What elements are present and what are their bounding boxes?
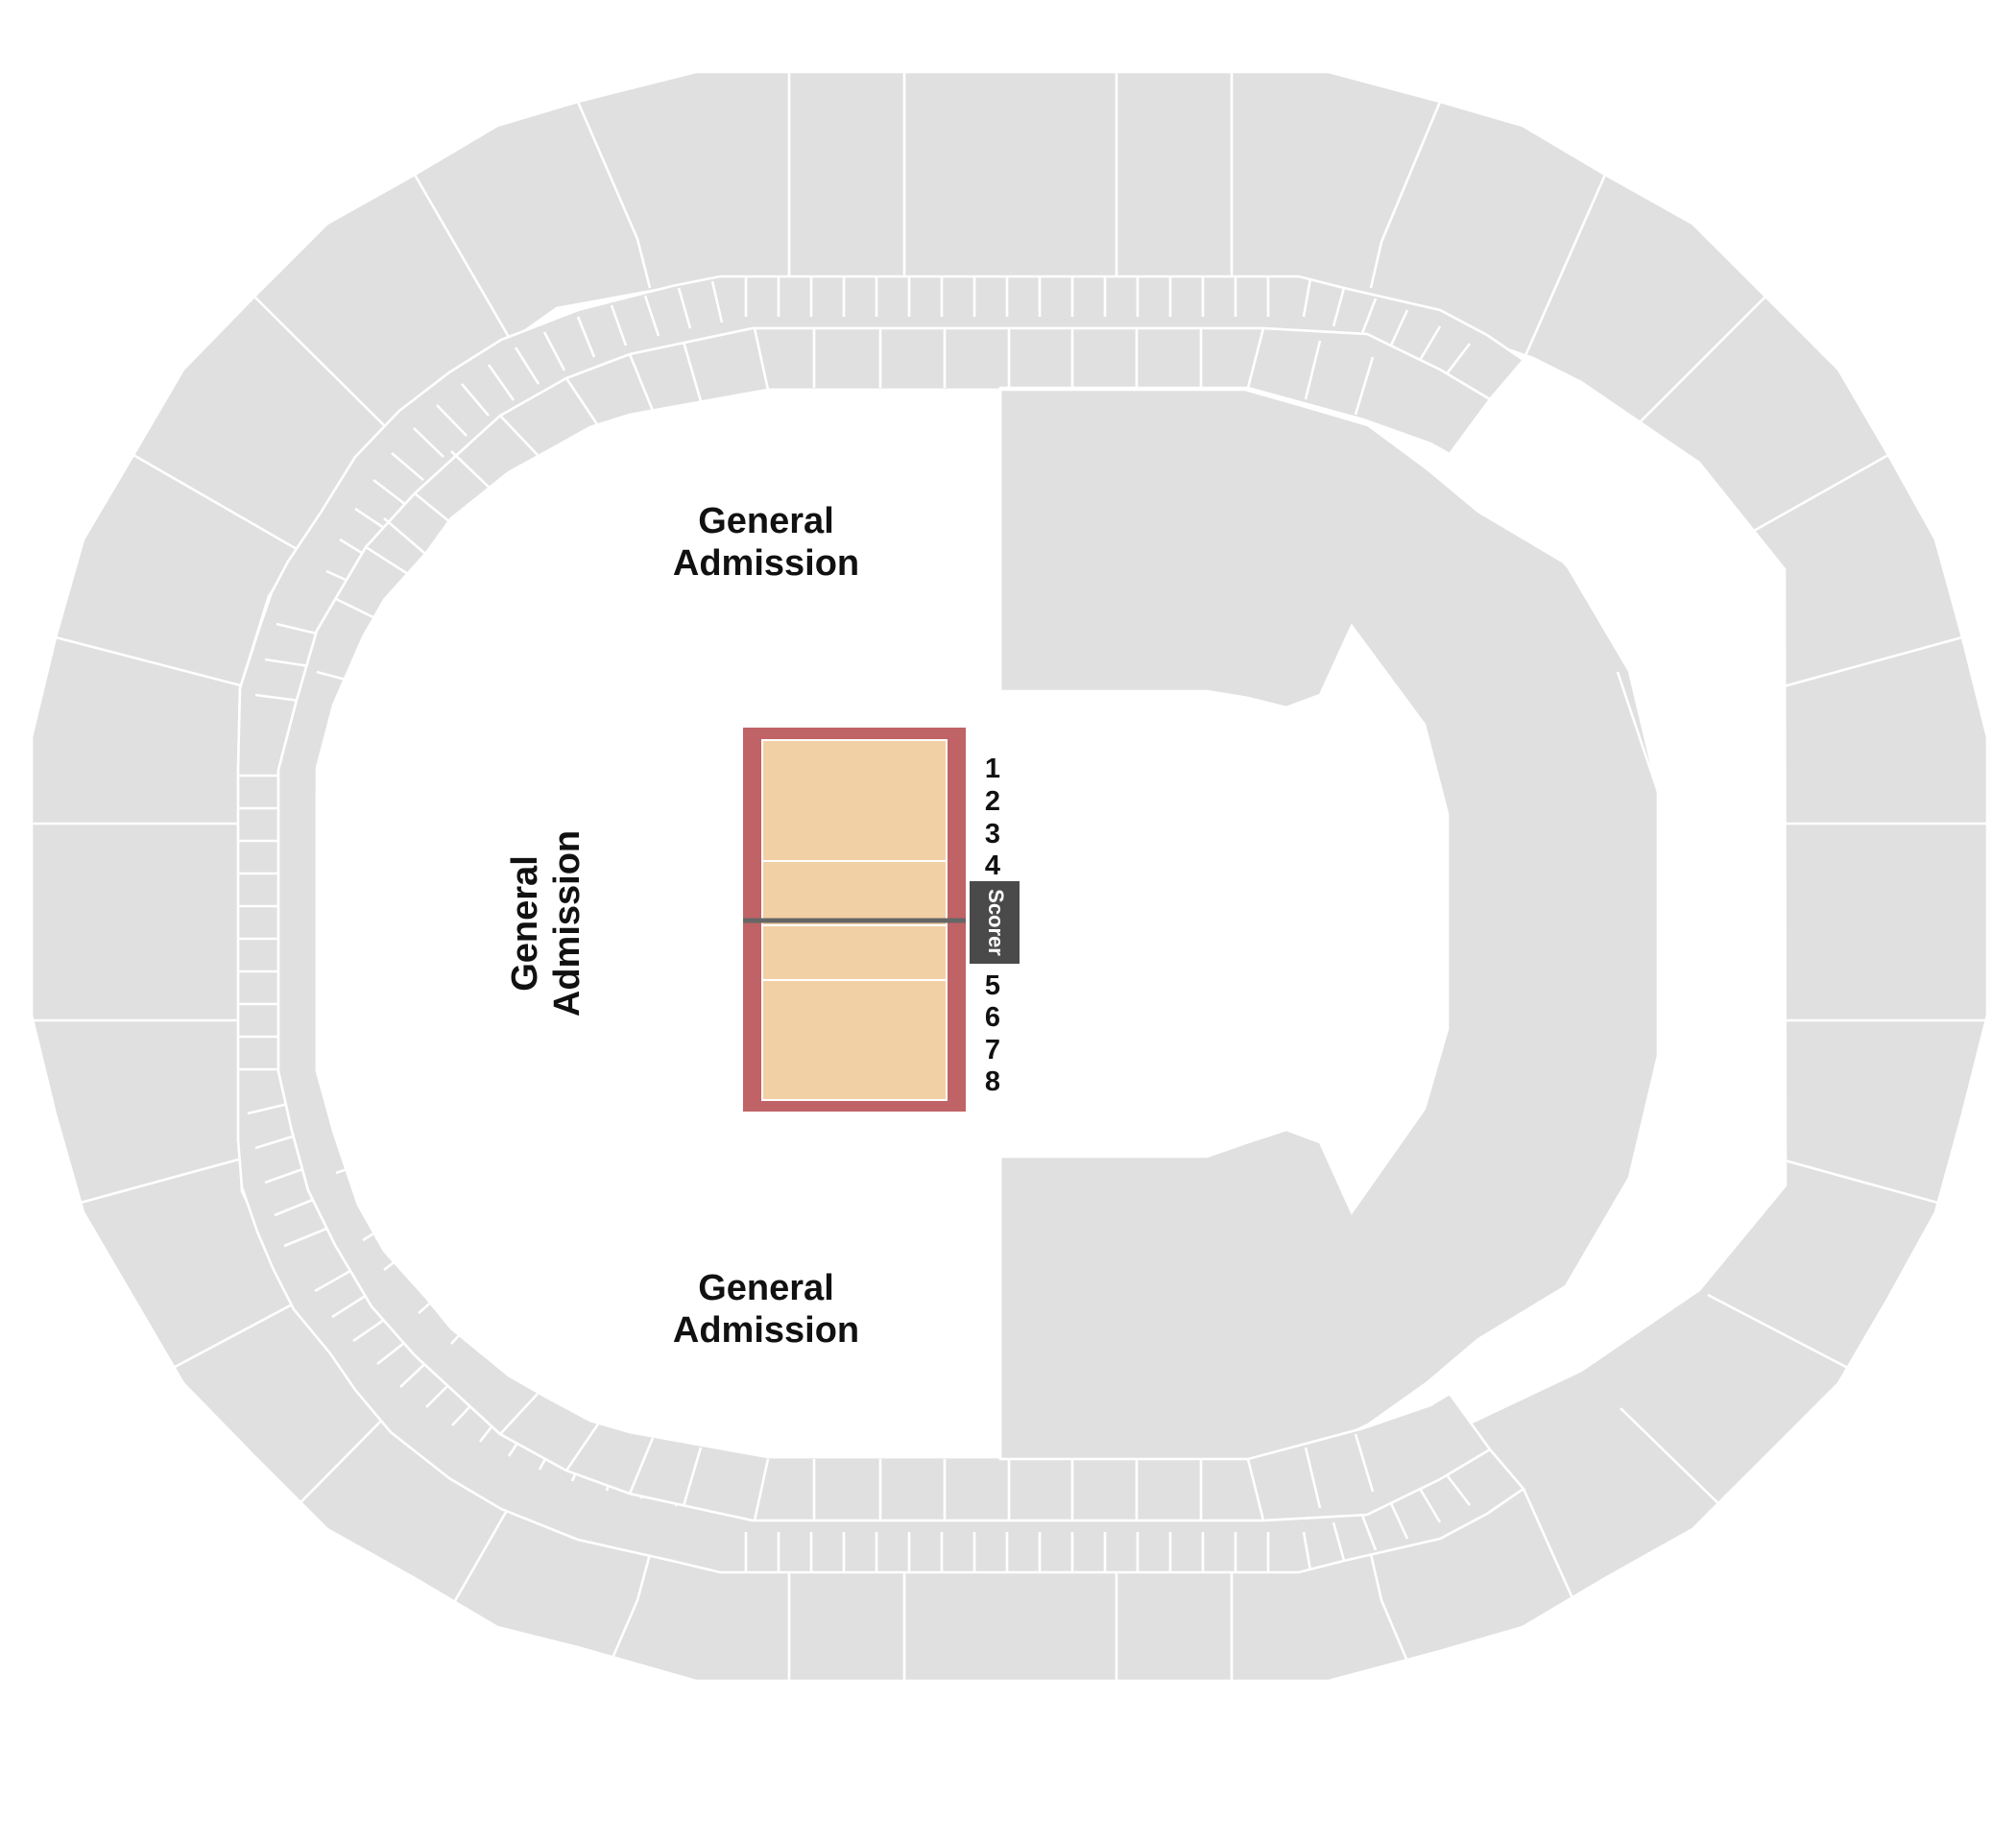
- scorer-label: Scorer: [984, 889, 1008, 956]
- ga-label-left: GeneralAdmission: [505, 830, 588, 1017]
- right-end-dividers: [1426, 460, 1660, 1390]
- ga-label-left-group: GeneralAdmission: [505, 830, 588, 1017]
- scorer-box: [970, 881, 1020, 964]
- row-label-1: 1: [985, 754, 1000, 784]
- ga-label-line: Admission: [547, 830, 588, 1017]
- row-label-4: 4: [985, 850, 1000, 881]
- row-label-6: 6: [985, 1002, 1000, 1033]
- ga-label-line: Admission: [673, 1310, 859, 1351]
- row-label-8: 8: [985, 1066, 1000, 1097]
- row-label-2: 2: [985, 786, 1000, 817]
- ga-label-line: Admission: [673, 543, 859, 584]
- row-label-3: 3: [985, 819, 1000, 850]
- ga-label-line: General: [698, 501, 834, 541]
- row-label-7: 7: [985, 1035, 1000, 1065]
- volleyball-court: [743, 728, 966, 1112]
- upper-bowl-dividers: [32, 72, 1987, 1739]
- court-row-numbers: 1 2 3 4 5 6 7 8: [985, 754, 1000, 1097]
- row-label-5: 5: [985, 970, 1000, 1001]
- scorer-table: Scorer: [970, 881, 1020, 964]
- ga-label-line: General: [505, 855, 545, 992]
- ga-label-line: General: [698, 1268, 834, 1308]
